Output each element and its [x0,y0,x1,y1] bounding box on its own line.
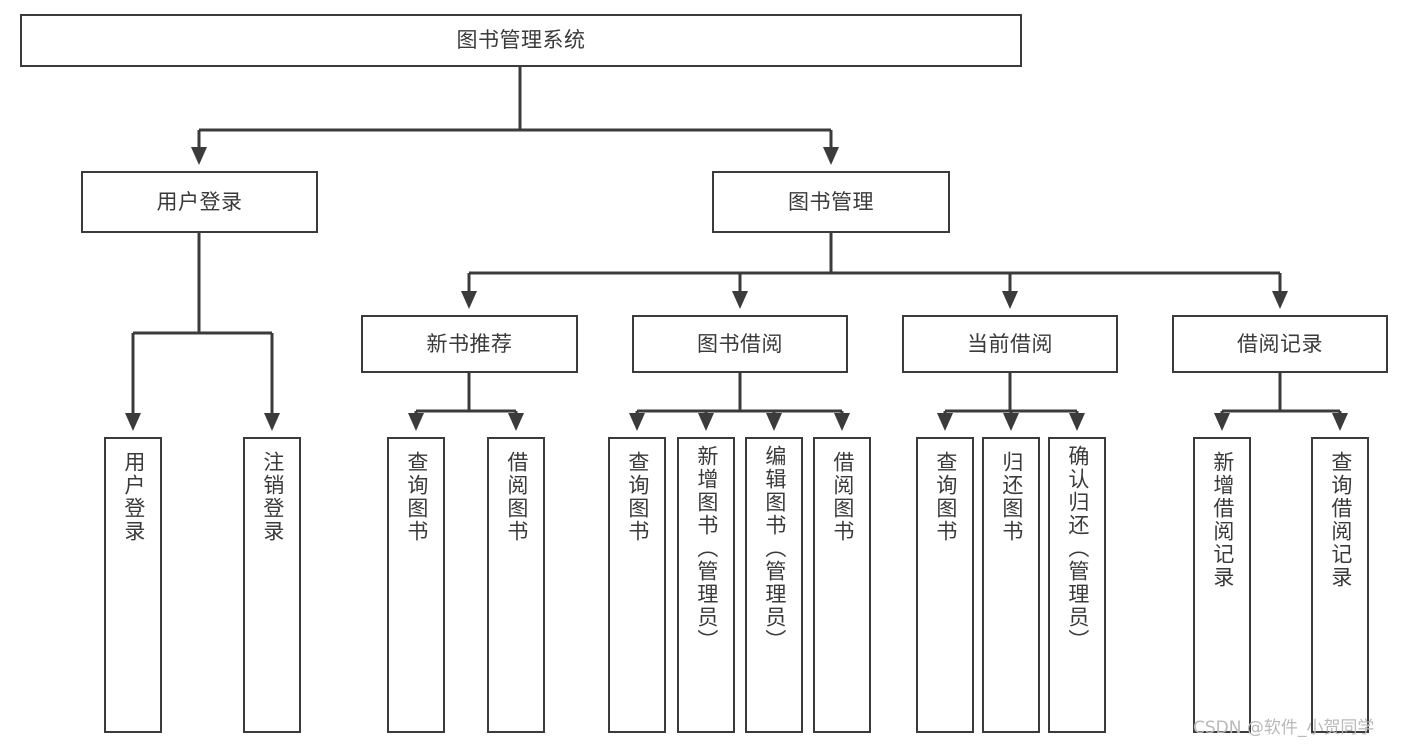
node-label: 新增图书（管理员） [694,445,719,652]
arrow-head [264,413,280,431]
node-leaf-add-book[interactable]: 新增图书（管理员） [677,437,735,733]
arrow-head [937,413,953,431]
node-book-borrow[interactable]: 图书借阅 [632,315,848,373]
arrow-head [1272,291,1288,309]
arrow-head [191,147,207,165]
node-label: 查询图书 [625,451,650,543]
node-leaf-return-book[interactable]: 归还图书 [982,437,1040,733]
arrow-head [1214,413,1230,431]
node-label: 查询图书 [404,451,429,543]
node-current-borrow[interactable]: 当前借阅 [902,315,1118,373]
arrow-head [823,147,839,165]
node-label: 图书管理系统 [456,28,586,53]
arrow-head [461,291,477,309]
arrow-head [698,413,714,431]
node-root[interactable]: 图书管理系统 [20,14,1022,67]
node-leaf-query-book-1[interactable]: 查询图书 [387,437,445,733]
node-label: 新增借阅记录 [1210,451,1235,589]
node-label: 图书管理 [788,189,874,214]
node-label: 注销登录 [260,451,285,543]
node-user-login[interactable]: 用户登录 [81,171,318,233]
watermark-text: CSDN @软件_小贺同学 [1193,718,1375,738]
node-leaf-confirm-return[interactable]: 确认归还（管理员） [1048,437,1106,733]
node-leaf-borrow-book-1[interactable]: 借阅图书 [487,437,545,733]
node-label: 查询图书 [933,451,958,543]
arrow-head [508,413,524,431]
node-label: 用户登录 [121,451,146,543]
node-leaf-query-book-2[interactable]: 查询图书 [608,437,666,733]
node-leaf-add-record[interactable]: 新增借阅记录 [1193,437,1251,733]
node-leaf-user-logout[interactable]: 注销登录 [243,437,301,733]
node-leaf-edit-book[interactable]: 编辑图书（管理员） [745,437,803,733]
node-label: 归还图书 [999,451,1024,543]
node-label: 借阅图书 [504,451,529,543]
arrow-head [408,413,424,431]
arrow-head [125,413,141,431]
node-leaf-query-book-3[interactable]: 查询图书 [916,437,974,733]
node-label: 借阅图书 [830,451,855,543]
node-label: 借阅记录 [1237,331,1323,356]
node-new-book-rec[interactable]: 新书推荐 [361,315,578,373]
arrow-head [834,413,850,431]
node-leaf-user-login[interactable]: 用户登录 [104,437,162,733]
arrow-head [766,413,782,431]
arrow-head [1069,413,1085,431]
node-book-manage[interactable]: 图书管理 [712,171,950,233]
node-leaf-query-record[interactable]: 查询借阅记录 [1311,437,1369,733]
node-label: 编辑图书（管理员） [762,445,787,652]
node-label: 用户登录 [156,189,243,214]
node-borrow-record[interactable]: 借阅记录 [1172,315,1388,373]
node-label: 查询借阅记录 [1328,451,1353,589]
arrow-head [1003,413,1019,431]
node-label: 当前借阅 [967,331,1053,356]
arrow-head [1002,291,1018,309]
node-label: 图书借阅 [697,331,783,356]
arrow-head [629,413,645,431]
node-label: 新书推荐 [426,331,513,356]
node-label: 确认归还（管理员） [1065,445,1090,652]
arrow-head [1332,413,1348,431]
arrow-head [732,291,748,309]
node-leaf-borrow-book-2[interactable]: 借阅图书 [813,437,871,733]
